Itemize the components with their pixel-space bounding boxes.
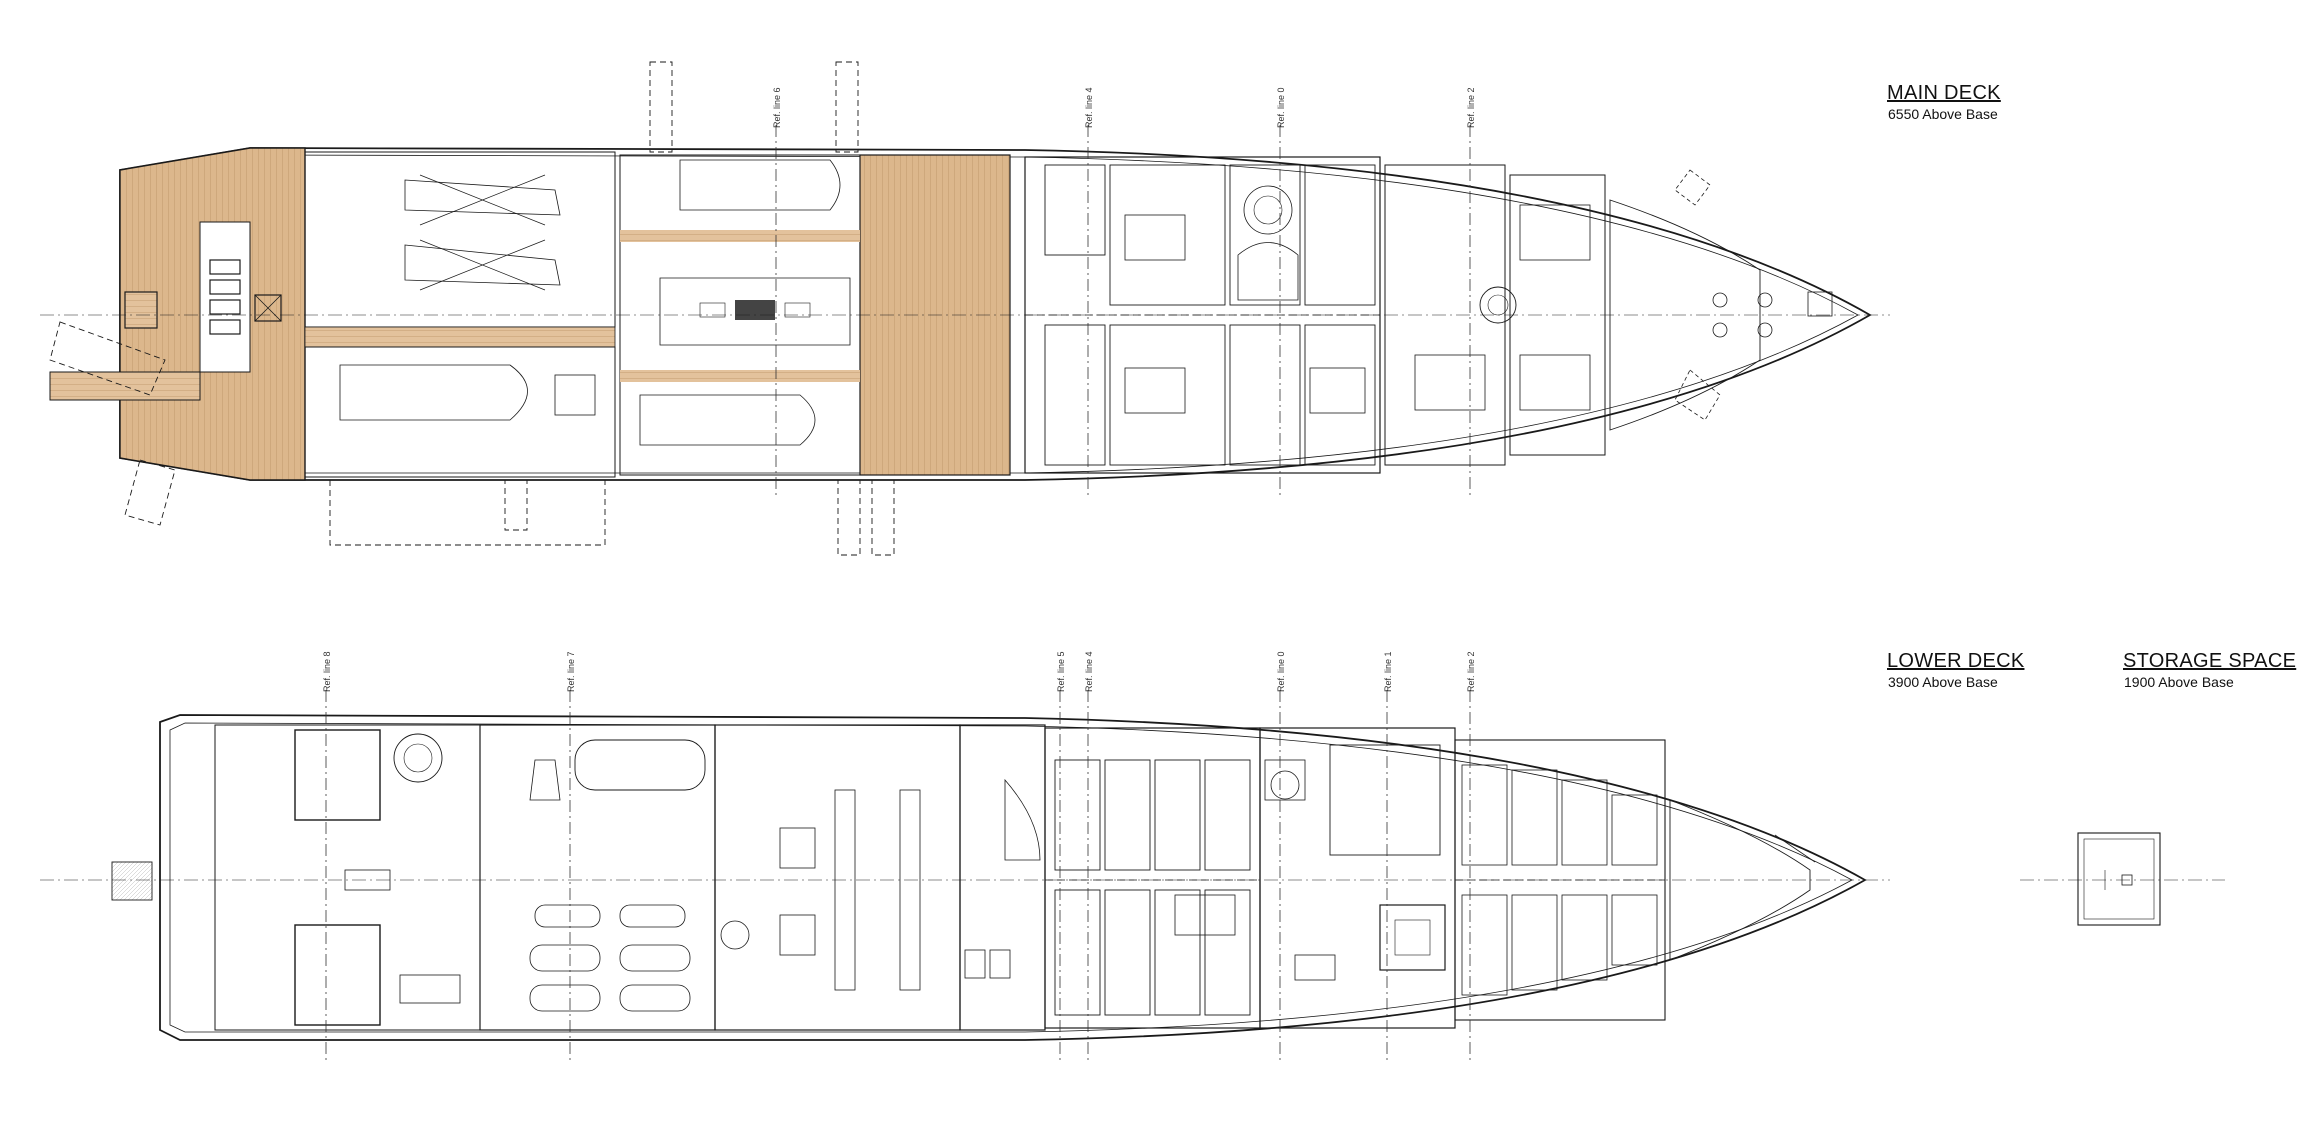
lower-deck-hull — [159, 714, 1867, 1041]
main-deck-plan — [40, 61, 1890, 556]
ref-label: Ref. line 7 — [566, 651, 576, 692]
passerelle — [49, 371, 201, 401]
lower-deck-plan — [40, 714, 1890, 1041]
storage-space-title: STORAGE SPACE — [2123, 650, 2297, 672]
lower-deck-ref-labels: Ref. line 8 Ref. line 7 Ref. line 5 Ref.… — [322, 651, 1476, 692]
ref-label: Ref. line 4 — [1084, 651, 1094, 692]
ref-label: Ref. line 6 — [772, 87, 782, 128]
storage-space-plan — [2020, 832, 2225, 926]
ref-label: Ref. line 0 — [1276, 87, 1286, 128]
ref-label: Ref. line 2 — [1466, 651, 1476, 692]
ref-label: Ref. line 4 — [1084, 87, 1094, 128]
lower-deck-title: LOWER DECK — [1887, 650, 2025, 672]
storage-space-elevation: 1900 Above Base — [2124, 674, 2234, 690]
tender-garage — [304, 151, 616, 328]
ref-label: Ref. line 0 — [1276, 651, 1286, 692]
lower-deck-ref-lines — [325, 690, 1471, 1060]
main-deck-elevation: 6550 Above Base — [1888, 106, 1998, 122]
main-deck-title: MAIN DECK — [1887, 82, 2001, 104]
ref-label: Ref. line 8 — [322, 651, 332, 692]
main-deck-ref-lines — [775, 125, 1471, 495]
ref-label: Ref. line 1 — [1383, 651, 1393, 692]
ref-label: Ref. line 2 — [1466, 87, 1476, 128]
main-deck-ref-labels: Ref. line 6 Ref. line 4 Ref. line 0 Ref.… — [772, 87, 1476, 128]
davit-outline-top — [649, 61, 859, 153]
lower-deck-elevation: 3900 Above Base — [1888, 674, 1998, 690]
ref-label: Ref. line 5 — [1056, 651, 1066, 692]
